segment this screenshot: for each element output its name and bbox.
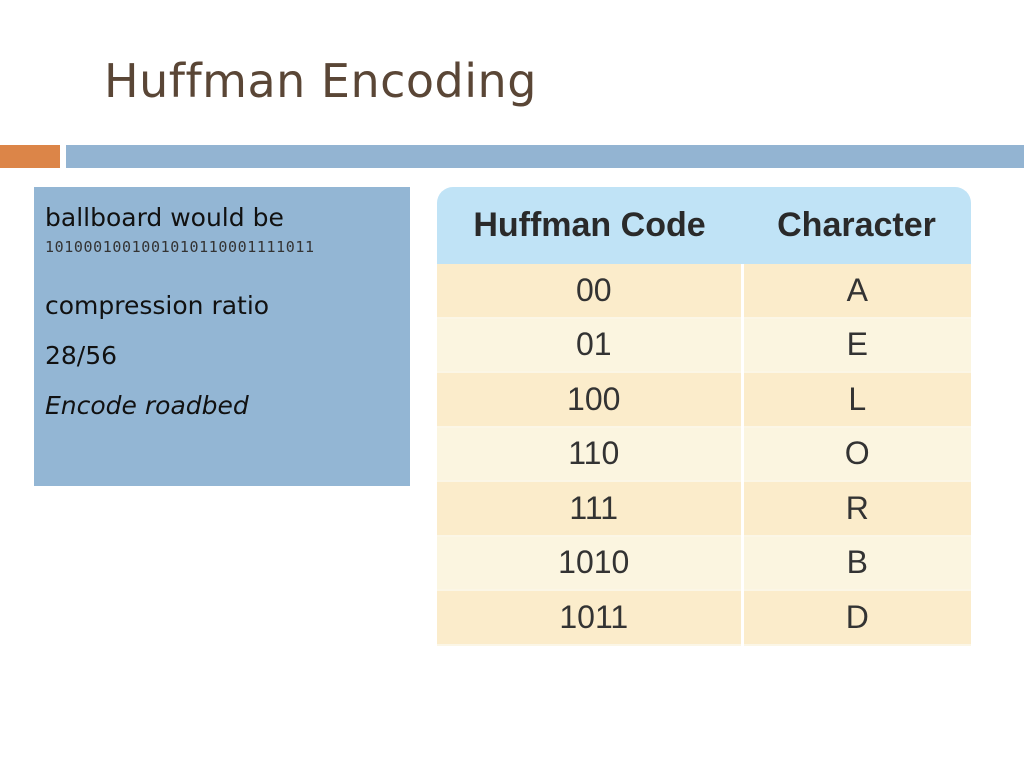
character-cell: R [742, 481, 971, 537]
column-header-character: Character [742, 187, 971, 264]
exercise-prompt: Encode roadbed [45, 391, 249, 420]
slide-title: Huffman Encoding [104, 54, 537, 108]
info-box: ballboard would be 101000100100101011000… [34, 187, 410, 486]
accent-bar-blue [66, 145, 1024, 168]
code-cell: 1010 [437, 535, 744, 591]
ballboard-label: ballboard would be [45, 203, 284, 232]
table-row: 110 O [437, 426, 971, 482]
table-row: 100 L [437, 372, 971, 428]
character-cell: A [742, 264, 971, 319]
code-cell: 111 [437, 481, 744, 537]
code-cell: 1011 [437, 590, 744, 646]
character-cell: B [742, 535, 971, 591]
code-cell: 01 [437, 317, 744, 373]
table-row: 1011 D [437, 590, 971, 646]
code-cell: 110 [437, 426, 744, 482]
character-cell: L [742, 372, 971, 428]
binary-encoding: 1010001001001010110001111011 [45, 238, 315, 256]
huffman-code-table: Huffman Code Character 00 A 01 E 100 L 1… [437, 187, 971, 646]
compression-ratio-label: compression ratio [45, 291, 270, 320]
table-row: 01 E [437, 317, 971, 373]
column-header-code: Huffman Code [437, 187, 742, 264]
compression-ratio-value: 28/56 [45, 341, 118, 370]
character-cell: E [742, 317, 971, 373]
table-header-row: Huffman Code Character [437, 187, 971, 264]
accent-bar-orange [0, 145, 60, 168]
code-cell: 00 [437, 264, 744, 319]
code-cell: 100 [437, 372, 744, 428]
character-cell: O [742, 426, 971, 482]
table-row: 1010 B [437, 535, 971, 591]
table-row: 00 A [437, 264, 971, 319]
character-cell: D [742, 590, 971, 646]
table-row: 111 R [437, 481, 971, 537]
